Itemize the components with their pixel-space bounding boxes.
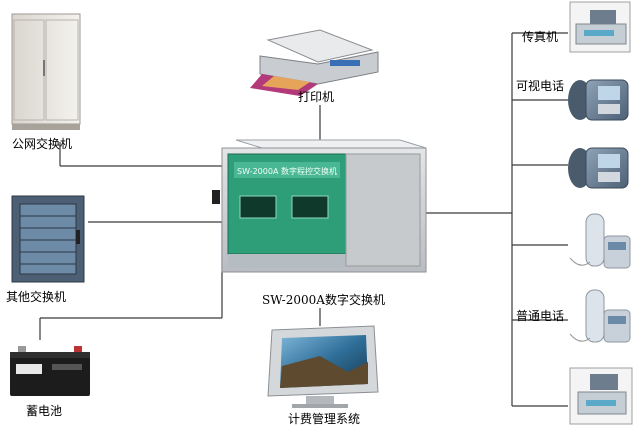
billing-monitor-icon (267, 325, 379, 408)
label-fax: 传真机 (522, 30, 559, 44)
label-ordinary-phone: 普通电话 (516, 309, 565, 323)
fax-machine-bottom-icon (569, 367, 633, 425)
public-exchange-cabinet-icon (11, 13, 81, 130)
ordinary-phone-icon-2 (569, 289, 631, 343)
connection-lines (39, 32, 568, 407)
fax-machine-top-icon (569, 1, 631, 53)
label-video-phone: 可视电话 (516, 79, 565, 93)
video-phone-icon (568, 79, 629, 121)
label-printer: 打印机 (298, 90, 335, 104)
label-battery: 蓄电池 (26, 404, 63, 418)
device-panel-title: SW-2000A 数字程控交换机 (237, 166, 337, 176)
ordinary-phone-icon (569, 213, 631, 269)
label-billing: 计费管理系统 (288, 412, 361, 426)
printer-icon (250, 29, 379, 96)
other-exchange-cabinet-icon (11, 195, 85, 283)
battery-icon (10, 346, 90, 396)
video-phone-icon-2 (568, 147, 629, 189)
main-switch-device-icon: SW-2000A 数字程控交换机 (212, 139, 427, 273)
label-other-exchange: 其他交换机 (6, 290, 67, 304)
label-public-exchange: 公网交换机 (12, 137, 73, 151)
label-main-switch: SW-2000A数字交换机 (262, 293, 385, 307)
